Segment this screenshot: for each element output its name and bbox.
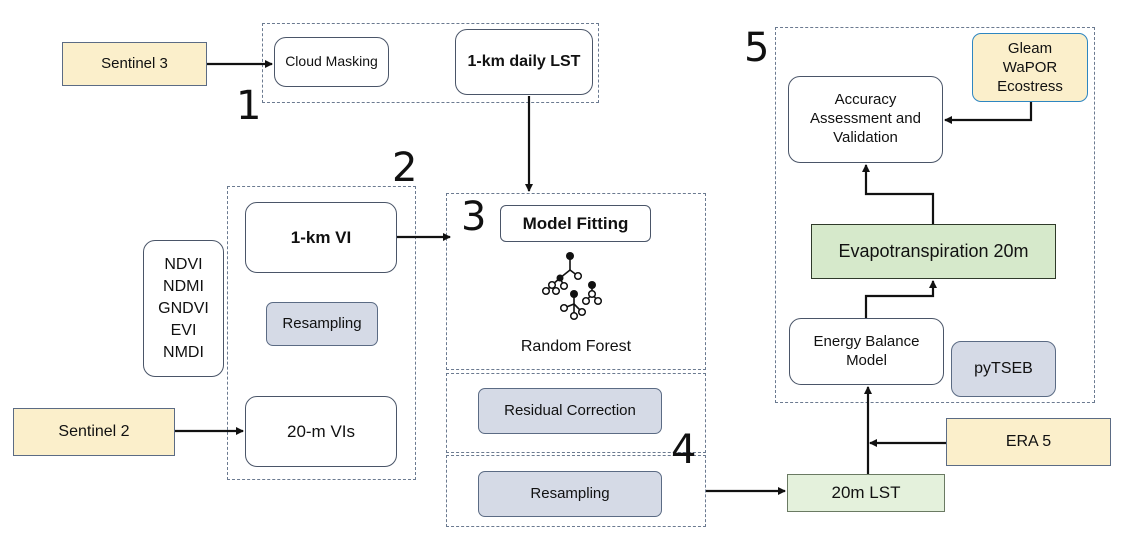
- group5-container: [775, 27, 1095, 403]
- sentinel2-input: Sentinel 2: [13, 408, 175, 456]
- group2-container: [227, 186, 416, 480]
- resampling-lst-box: Resampling: [478, 471, 662, 517]
- step-number-5: 5: [744, 25, 770, 71]
- model-fitting-box: Model Fitting: [500, 205, 651, 242]
- daily-lst-box: 1-km daily LST: [455, 29, 593, 95]
- arrow-et-to-accuracy: [862, 164, 935, 224]
- evapotranspiration-box: Evapotranspiration 20m: [811, 224, 1056, 279]
- accuracy-assessment-box: Accuracy Assessment and Validation: [788, 76, 943, 163]
- resampling-vi-box: Resampling: [266, 302, 378, 346]
- index-ndmi: NDMI: [163, 277, 204, 295]
- random-forest-label: Random Forest: [520, 338, 632, 355]
- index-ndvi: NDVI: [164, 255, 203, 273]
- vegetation-indices-list: NDVI NDMI GNDVI EVI NMDI: [143, 240, 224, 377]
- reference-ecostress: Ecostress: [997, 78, 1063, 95]
- arrow-energy-balance-to-et: [864, 280, 937, 318]
- sentinel3-input: Sentinel 3: [62, 42, 207, 86]
- group4-lower-container: [446, 455, 706, 527]
- index-gndvi: GNDVI: [158, 299, 209, 317]
- vis-20m-box: 20-m VIs: [245, 396, 397, 467]
- group4-upper-container: [446, 373, 706, 453]
- step-number-1: 1: [236, 83, 262, 129]
- reference-products-box: Gleam WaPOR Ecostress: [972, 33, 1088, 102]
- step-number-2: 2: [392, 145, 418, 191]
- lst-20m-box: 20m LST: [787, 474, 945, 512]
- reference-wapor: WaPOR: [1002, 59, 1058, 76]
- step-number-4: 4: [671, 427, 697, 473]
- index-evi: EVI: [170, 321, 197, 339]
- residual-correction-box: Residual Correction: [478, 388, 662, 434]
- vi-1km-box: 1-km VI: [245, 202, 397, 273]
- arrow-references-to-accuracy: [944, 102, 1033, 124]
- group3-container: [446, 193, 706, 370]
- step-number-3: 3: [461, 194, 487, 240]
- energy-balance-model-box: Energy Balance Model: [789, 318, 944, 385]
- index-nmdi: NMDI: [163, 343, 204, 361]
- era5-input: ERA 5: [946, 418, 1111, 466]
- pytseb-box: pyTSEB: [951, 341, 1056, 397]
- random-forest-icon: [536, 250, 608, 322]
- reference-gleam: Gleam: [1007, 40, 1053, 57]
- cloud-masking-box: Cloud Masking: [274, 37, 389, 87]
